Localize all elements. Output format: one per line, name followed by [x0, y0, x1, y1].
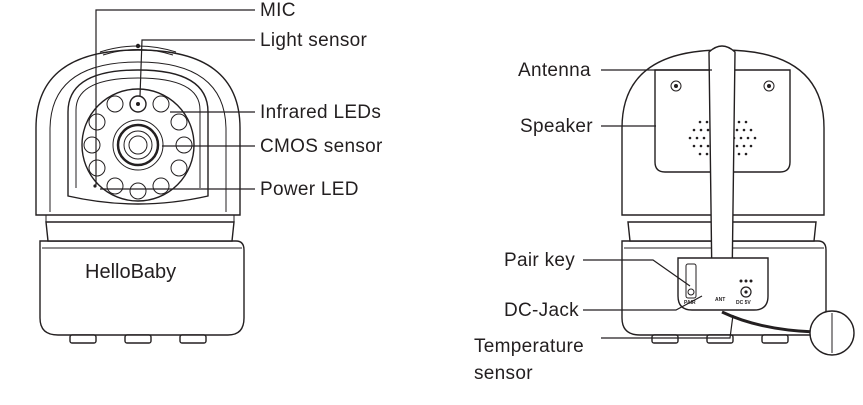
port-mark-dc: DC 5V [736, 300, 751, 306]
mic-hole [135, 43, 141, 49]
label-light-sensor: Light sensor [260, 30, 367, 51]
front-camera-illustration: HelloBaby [35, 43, 245, 344]
lens-housing [81, 88, 195, 202]
front-foot-right [179, 334, 207, 344]
label-cmos-sensor: CMOS sensor [260, 136, 383, 157]
label-temperature-sensor-line1: Temperature [474, 336, 584, 357]
front-leader-lines [95, 9, 255, 190]
front-base [39, 240, 245, 336]
label-power-led: Power LED [260, 179, 359, 200]
speaker-grille [688, 120, 757, 156]
label-mic: MIC [260, 0, 296, 21]
port-mark-ant: ANT [715, 297, 725, 303]
cmos-lens [112, 119, 164, 171]
screw-left [670, 80, 682, 92]
screw-right [763, 80, 775, 92]
brand-logo: HelloBaby [85, 261, 176, 283]
pair-key [685, 263, 697, 299]
label-temperature-sensor-line2: sensor [474, 363, 533, 384]
label-pair-key: Pair key [504, 250, 575, 271]
label-infrared-leds: Infrared LEDs [260, 102, 381, 123]
label-speaker: Speaker [520, 116, 593, 137]
power-led [93, 184, 97, 188]
antenna [708, 45, 736, 290]
dc-jack [740, 286, 752, 298]
back-leader-lines [583, 69, 734, 339]
back-camera-illustration: PAIR ANT DC 5V [621, 45, 855, 356]
back-foot-center [706, 334, 734, 344]
label-dc-jack: DC-Jack [504, 300, 579, 321]
infrared-led-ring [83, 95, 193, 200]
power-cable [721, 310, 816, 334]
back-foot-left [651, 334, 679, 344]
front-foot-left [69, 334, 97, 344]
back-foot-right [761, 334, 789, 344]
front-foot-center [124, 334, 152, 344]
label-antenna: Antenna [518, 60, 591, 81]
